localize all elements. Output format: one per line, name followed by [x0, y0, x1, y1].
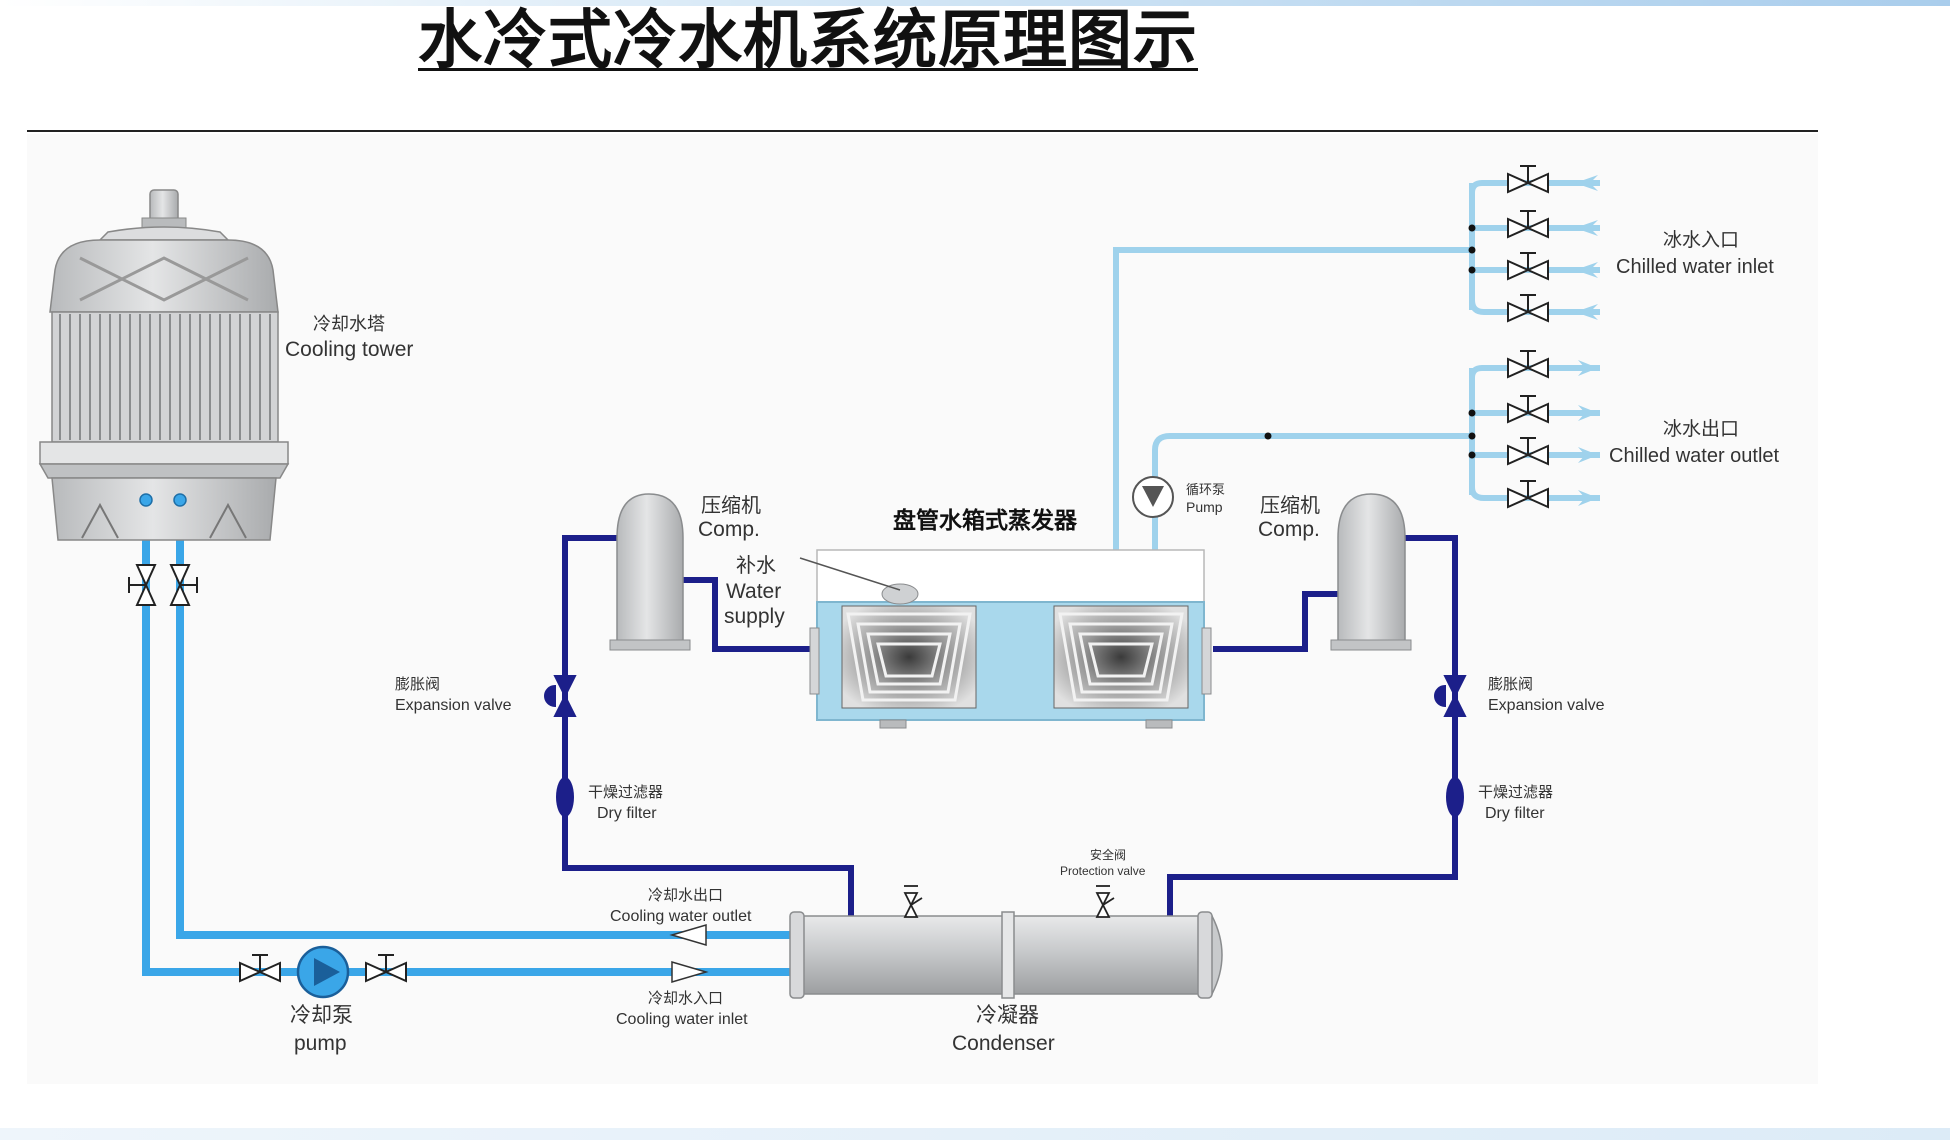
chilled-inlet-label-cn: 冰水入口 — [1663, 229, 1739, 251]
protection-valve-icon — [903, 885, 923, 918]
evaporator-coil-left — [841, 605, 977, 709]
dry-filter-right-label-cn: 干燥过滤器 — [1478, 783, 1553, 801]
dry-filter-right-icon — [1446, 777, 1464, 817]
expansion-valve-right — [1434, 675, 1467, 717]
refrigerant-pipe-left-top — [562, 535, 854, 918]
cooling-water-outlet-pipe — [176, 500, 790, 939]
title-rule — [27, 130, 1818, 132]
evaporator-label-cn: 盘管水箱式蒸发器 — [893, 507, 1078, 534]
valve-icon — [1507, 210, 1549, 239]
circulation-pump-icon — [1132, 476, 1174, 518]
dry-filter-left-label-cn: 干燥过滤器 — [588, 783, 663, 801]
water-supply-leader — [799, 557, 901, 591]
cooling-inlet-label-en: Cooling water inlet — [616, 1011, 748, 1028]
protection-valve-label-cn: 安全阀 — [1090, 847, 1126, 862]
condenser-label-cn: 冷凝器 — [976, 1003, 1039, 1027]
dry-filter-left-label-en: Dry filter — [597, 805, 657, 822]
valve-icon — [1507, 252, 1549, 281]
circulation-pump-label-cn: 循环泵 — [1186, 483, 1225, 498]
cooling-water-inlet-pipe — [142, 500, 790, 976]
valve-icon — [1507, 480, 1549, 509]
water-supply-label-en-1: Water — [726, 580, 781, 603]
valve-icon — [1507, 395, 1549, 424]
bottom-accent-band — [0, 1128, 1950, 1140]
compressor-left-label-en: Comp. — [698, 518, 760, 541]
circulation-pump-label-en: Pump — [1186, 499, 1223, 515]
compressor-left — [609, 493, 691, 651]
expansion-valve-right-label-en: Expansion valve — [1488, 697, 1605, 714]
top-accent-band — [0, 0, 1950, 6]
water-supply-label-cn: 补水 — [736, 553, 776, 577]
chilled-supply-riser — [1113, 247, 1472, 595]
refrigerant-pipes — [562, 535, 1458, 918]
arrow-left-icon — [669, 923, 707, 947]
tower-fill-louvers — [51, 311, 279, 443]
valve-icon — [1507, 294, 1549, 323]
compressor-right — [1330, 493, 1412, 651]
page-title: 水冷式冷水机系统原理图示 — [418, 4, 1198, 78]
valve-icon — [1507, 437, 1549, 466]
cooling-pump-valves — [239, 954, 407, 983]
compressor-left-label-cn: 压缩机 — [701, 493, 761, 517]
cooling-pump-label-en: pump — [294, 1032, 347, 1055]
cooling-tower-label-en: Cooling tower — [285, 338, 413, 361]
chilled-return-riser — [1152, 433, 1472, 595]
compressor-right-label-en: Comp. — [1258, 518, 1320, 541]
tower-basin — [51, 477, 277, 541]
protection-valve-label-en: Protection valve — [1060, 864, 1146, 878]
expansion-valve-right-label-cn: 膨胀阀 — [1488, 675, 1533, 693]
protection-valve-icon — [1095, 885, 1115, 918]
refrigerant-pipe-right-top — [1167, 535, 1458, 918]
cooling-tower-label-cn: 冷却水塔 — [313, 314, 385, 335]
chilled-outlet-label-en: Chilled water outlet — [1609, 445, 1780, 467]
expansion-valve-left-label-en: Expansion valve — [395, 697, 512, 714]
valve-icon — [169, 564, 198, 606]
arrow-right-icon — [671, 960, 709, 984]
cooling-pump-icon — [296, 945, 350, 999]
tower-valves — [128, 564, 198, 606]
valve-icon — [128, 564, 157, 606]
dry-filter-left-icon — [556, 777, 574, 817]
refrigerant-pipe-right-comp — [1213, 591, 1338, 652]
cooling-outlet-label-en: Cooling water outlet — [610, 908, 752, 925]
evaporator-coil-right — [1053, 605, 1189, 709]
evaporator-tank — [809, 549, 1212, 729]
manifold-junction-dots — [1264, 224, 1476, 459]
chilled-outlet-arrows — [1578, 360, 1598, 506]
valve-icon — [239, 954, 281, 983]
valve-icon — [365, 954, 407, 983]
valve-icon — [1507, 350, 1549, 379]
refrigerant-pipe-left-comp — [683, 577, 810, 652]
cooling-water-pipes — [142, 500, 790, 976]
cooling-pump-label-cn: 冷却泵 — [290, 1003, 353, 1027]
water-supply-label-en-2: supply — [724, 605, 785, 628]
cooling-outlet-label-cn: 冷却水出口 — [648, 886, 723, 904]
expansion-valve-left — [543, 675, 577, 717]
valve-icon — [1507, 165, 1549, 194]
chilled-manifold-valves — [1507, 165, 1549, 509]
condenser-label-en: Condenser — [952, 1032, 1055, 1055]
cooling-tower — [38, 189, 290, 541]
chilled-inlet-arrows — [1575, 175, 1598, 320]
compressor-right-label-cn: 压缩机 — [1260, 493, 1320, 517]
condenser — [789, 885, 1223, 999]
cooling-inlet-label-cn: 冷却水入口 — [648, 989, 723, 1007]
chilled-inlet-label-en: Chilled water inlet — [1616, 256, 1774, 278]
flow-arrows — [669, 923, 709, 984]
expansion-valve-left-label-cn: 膨胀阀 — [395, 675, 440, 693]
chilled-outlet-label-cn: 冰水出口 — [1663, 418, 1739, 440]
dry-filter-right-label-en: Dry filter — [1485, 805, 1545, 822]
